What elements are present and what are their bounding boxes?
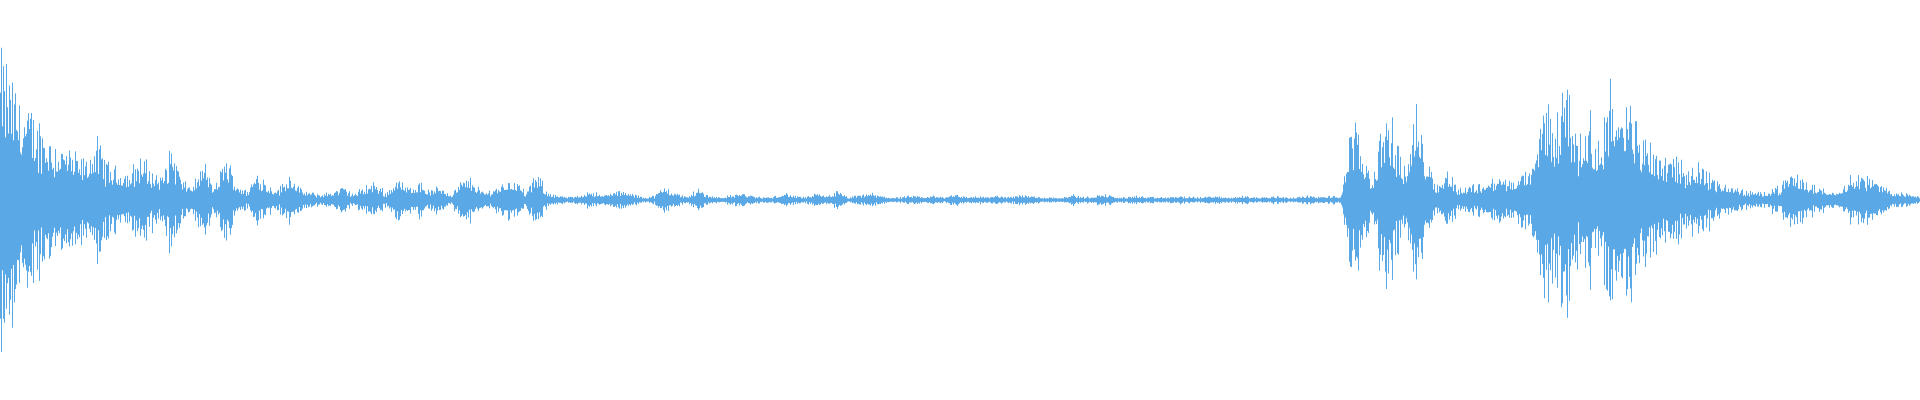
waveform-peaks [0,47,1920,352]
